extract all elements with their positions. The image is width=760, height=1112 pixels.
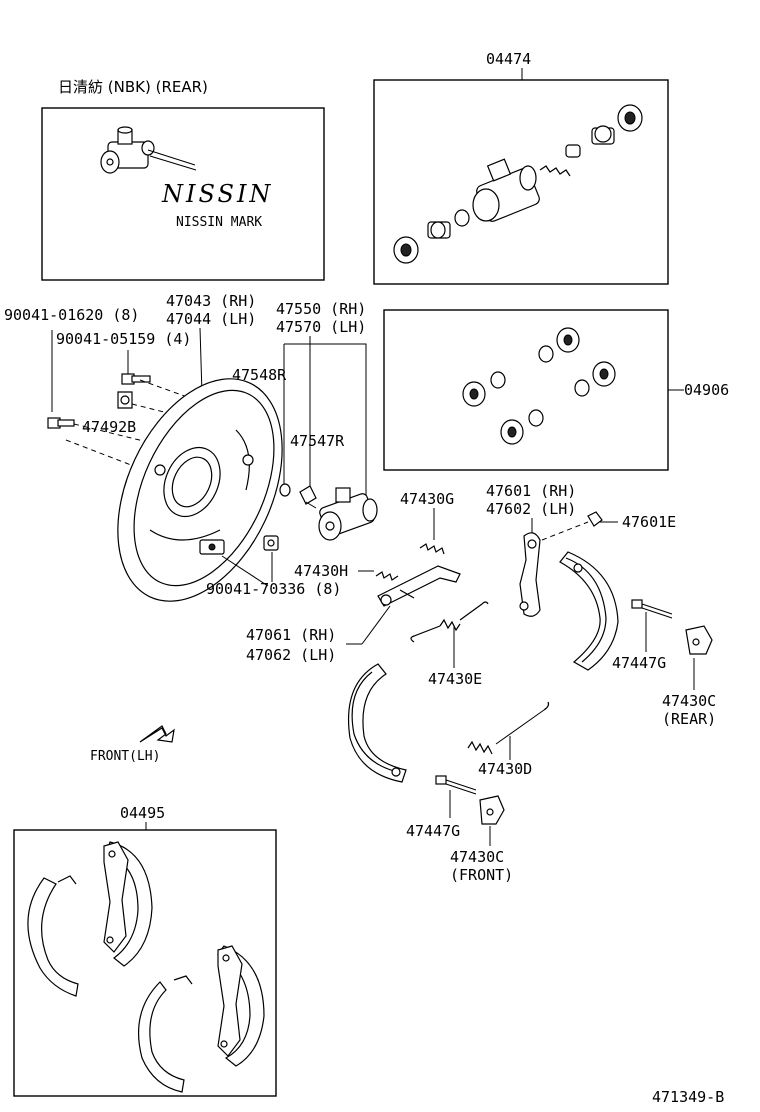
clip-47601E-label: 47601E [622,513,676,531]
spring-47430H-icon [375,571,399,581]
pin-47447G-front-label: 47447G [406,822,460,840]
front-shoe-group: FRONT(LH) 47430D 47447G 47430C (FRONT) [90,663,550,884]
spring-47430G-icon [419,543,445,555]
nissin-header-label: 日清紡 (NBK) (REAR) [58,78,208,96]
kit-04906-group: 04906 [383,309,729,471]
kit-04474-label: 04474 [486,50,531,68]
bleeder-screw-47547R-label: 47547R [290,432,345,450]
spring-47430G-label: 47430G [400,490,454,508]
nissin-mark-caption: NISSIN MARK [176,215,262,230]
bleeder-cap-icon [279,483,291,497]
wheel-cylinder-exploded-icon [393,104,643,264]
pin-47447G-front-icon [435,775,477,795]
brake-shoe-front-icon [347,663,407,783]
wheel-cylinder-group: 47550 (RH) 47570 (LH) 47548R 47547R [232,300,378,541]
shoe-kit-icon [27,841,265,1093]
figure-id-label: 471349-B [652,1088,724,1106]
front-lh-label: FRONT(LH) [90,749,160,764]
bolt-icon [47,373,151,429]
nut-90041-70336-label: 90041-70336 (8) [206,580,341,598]
bleeder-screw-icon [299,485,317,509]
kit-04474-box [373,79,669,285]
return-spring-47430D-icon [467,701,550,755]
front-tag-label: (FRONT) [450,866,513,884]
plate-47043-label: 47043 (RH) [166,292,256,310]
kit-04906-box [383,309,669,471]
nissin-brand-text: NISSIN [161,180,273,208]
backing-plate-icon [117,378,283,602]
parking-lever-icon [519,532,541,617]
kit-04495-box [13,829,277,1097]
strut-47062-label: 47062 (LH) [246,646,336,664]
nissin-mark-box [41,107,325,281]
bracket-47492B-label: 47492B [82,418,136,436]
kit-04495-group: 04495 [13,804,277,1097]
spring-47430E-label: 47430E [428,670,482,688]
adjuster-group: 47430G 47430H 47061 (RH) 47062 (LH) 4743… [246,490,489,688]
bolt-90041-01620-label: 90041-01620 (8) [4,306,139,324]
adjuster-lever-icon [377,565,461,607]
backing-plate-group: 90041-01620 (8) 90041-05159 (4) 47492B 4… [4,292,341,602]
cyl-47550-label: 47550 (RH) [276,300,366,318]
hold-spring-rear-icon [685,625,713,655]
bolt-90041-05159-label: 90041-05159 (4) [56,330,191,348]
brake-shoe-rear-icon [559,551,619,671]
hold-spring-47430C-rear-label: 47430C [662,692,716,710]
kit-04474-group: 04474 [373,50,669,285]
spring-47430H-label: 47430H [294,562,348,580]
cyl-47570-label: 47570 (LH) [276,318,366,336]
seal-cups-icon [462,327,616,445]
kit-04906-label: 04906 [684,381,729,399]
strut-47061-label: 47061 (RH) [246,626,336,644]
front-arrow-icon [139,725,175,743]
pin-47447G-rear-icon [631,599,673,619]
hold-spring-47430C-front-label: 47430C [450,848,504,866]
lever-47601-label: 47601 (RH) [486,482,576,500]
bleeder-cap-47548R-label: 47548R [232,366,287,384]
nissin-mark-group: 日清紡 (NBK) (REAR) NISSIN NISSIN MARK [41,78,325,281]
plate-47044-label: 47044 (LH) [166,310,256,328]
pin-47447G-rear-label: 47447G [612,654,666,672]
lever-47602-label: 47602 (LH) [486,500,576,518]
bracket-47492B-icon [117,391,133,409]
adjusting-spring-icon [410,601,489,643]
hold-spring-front-icon [479,795,505,825]
rear-tag-label: (REAR) [662,710,716,728]
wheel-cylinder-icon [318,487,378,541]
clip-47601E-icon [587,511,603,527]
kit-04495-label: 04495 [120,804,165,822]
nissin-wheel-cylinder-icon [100,126,197,174]
lever-group: 47601 (RH) 47602 (LH) 47601E 47447G [486,482,716,728]
spring-47430D-label: 47430D [478,760,532,778]
nut-icon [263,535,279,551]
